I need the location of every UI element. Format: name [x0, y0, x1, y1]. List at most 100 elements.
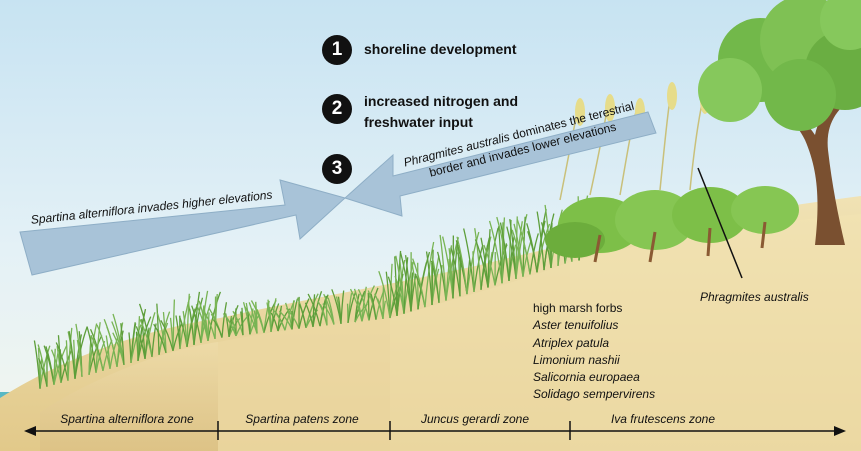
grass-blade [374, 293, 384, 319]
grass-blade [256, 308, 265, 333]
grass-blade [214, 293, 218, 339]
grass-blade [57, 335, 62, 383]
grass-blade [370, 293, 377, 320]
grass-blade [506, 226, 517, 279]
marsh-grasses [33, 195, 589, 389]
step-number-1: 1 [322, 35, 352, 65]
grass-blade [268, 306, 272, 332]
grass-blade [169, 317, 174, 351]
step-shoreline-development: 1 shoreline development [322, 35, 516, 65]
forb-item: Aster tenuifolius [533, 318, 619, 333]
grass-blade [37, 358, 48, 387]
grass-blade [207, 291, 222, 341]
grass-blade [378, 270, 391, 319]
grass-blade [193, 297, 204, 345]
grass-blade [331, 289, 342, 324]
grass-blade [450, 247, 461, 297]
grass-blade [487, 229, 491, 288]
grass-blade [319, 304, 328, 326]
grass-blade [241, 307, 244, 336]
phragmites-label: Phragmites australis [700, 290, 809, 304]
grass-blade [466, 231, 480, 295]
grass-blade [212, 319, 223, 338]
zone-label-iva-frutescens: Iva frutescens zone [610, 412, 716, 426]
grass-blade [483, 244, 496, 286]
grass-blade [527, 231, 538, 273]
grass-blade [463, 228, 475, 292]
grass-blade [191, 305, 202, 343]
grass-blade [120, 323, 125, 365]
grass-blade [298, 298, 310, 329]
spartina-patens-terrace [218, 318, 390, 451]
iva-terrace [570, 214, 861, 451]
grass-blade [357, 288, 370, 321]
grass-blade [389, 263, 393, 319]
zone-label-spartina-alterniflora: Spartina alterniflora zone [60, 412, 194, 426]
grass-blade [68, 330, 76, 379]
grass-blade [144, 327, 150, 359]
grass-blade [312, 294, 316, 327]
grass-blade [473, 246, 484, 292]
grass-blade [39, 345, 51, 389]
grass-blade [456, 236, 468, 295]
step-number-3: 3 [322, 154, 352, 184]
low-marsh-terrace [40, 342, 218, 451]
forb-item: Limonium nashii [533, 352, 620, 367]
grass-blade [271, 308, 286, 331]
spartina-invasion-arrow [19, 179, 347, 276]
zone-axis [24, 421, 846, 440]
grass-blade [151, 323, 157, 357]
grass-blade [50, 349, 62, 383]
grass-blade [516, 218, 531, 275]
grass-blade [75, 323, 83, 377]
grass-blade [438, 264, 443, 303]
grass-blade [182, 311, 188, 347]
grass-blade [412, 258, 426, 308]
grass-blade [95, 322, 101, 373]
grass-blade [90, 335, 104, 371]
grass-blade [153, 323, 167, 353]
grass-blade [474, 239, 489, 288]
grass-blade [431, 249, 434, 305]
grass-blade [53, 348, 56, 385]
grass-blade [430, 260, 440, 303]
grass-blade [285, 307, 300, 329]
grass-blade [162, 311, 167, 353]
grass-blade [156, 303, 160, 355]
grass-blade [347, 291, 357, 323]
tree [698, 0, 861, 245]
grass-blade [172, 322, 183, 351]
grass-blade [382, 300, 387, 319]
grass-blade [394, 275, 405, 314]
step-invasion: 3 [322, 154, 352, 184]
grass-blade [130, 324, 142, 363]
grass-blade [60, 348, 73, 383]
grass-blade [198, 300, 209, 341]
grass-blade [139, 318, 153, 357]
grass-blade [298, 303, 307, 328]
forb-item: Salicornia europaea [533, 370, 640, 385]
grass-blade [499, 222, 510, 282]
grass-blade [247, 312, 251, 335]
grass-blade [235, 315, 249, 337]
grass-blade [508, 236, 515, 282]
zone-label-spartina-patens: Spartina patens zone [245, 412, 359, 426]
shrubs [545, 186, 799, 263]
grass-blade [403, 257, 409, 314]
grass-blade [396, 250, 402, 316]
phragmites-invasion-arrow [344, 111, 657, 217]
step-2-line-1: increased nitrogen and [364, 93, 519, 109]
phragmites-pointer [697, 167, 743, 279]
forb-item: Atriplex patula [533, 335, 610, 350]
grass-blade [322, 303, 335, 325]
juncus-terrace [390, 262, 570, 451]
grass-blade [439, 234, 447, 301]
grass-blade [244, 306, 258, 334]
forbs-heading: high marsh forbs [533, 301, 623, 315]
grass-blade [224, 314, 237, 337]
step-2-line-2: freshwater input [364, 114, 473, 130]
grass-blade [135, 326, 146, 359]
grass-blade [536, 211, 545, 271]
grass-blade [203, 311, 216, 340]
